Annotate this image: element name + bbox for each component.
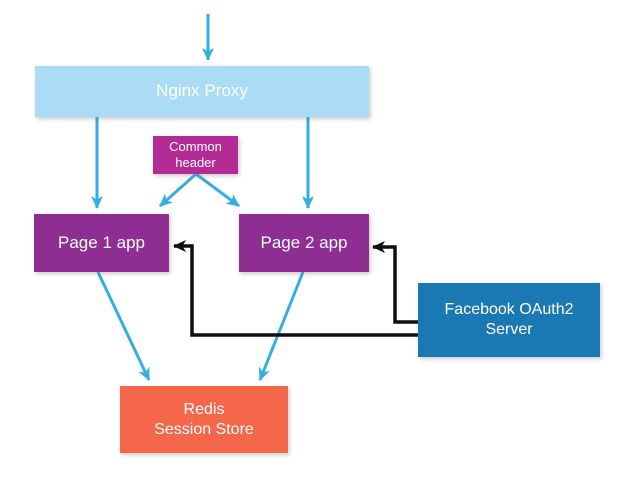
edge-page2-to-redis bbox=[258, 271, 305, 381]
node-page2-app: Page 2 app bbox=[239, 214, 369, 272]
edge-header-to-page1 bbox=[159, 172, 197, 208]
node-nginx-proxy: Nginx Proxy bbox=[35, 66, 369, 117]
edge-header-to-page2 bbox=[195, 172, 240, 208]
edge-page1-to-redis bbox=[96, 271, 151, 381]
node-facebook-oauth2-server: Facebook OAuth2 Server bbox=[418, 283, 600, 357]
edge-facebook-to-page1 bbox=[173, 240, 418, 337]
node-page1-app: Page 1 app bbox=[34, 214, 169, 272]
edge-facebook-to-page2 bbox=[372, 241, 418, 324]
node-common-header: Common header bbox=[153, 136, 238, 174]
node-redis-session-store: Redis Session Store bbox=[120, 386, 288, 453]
